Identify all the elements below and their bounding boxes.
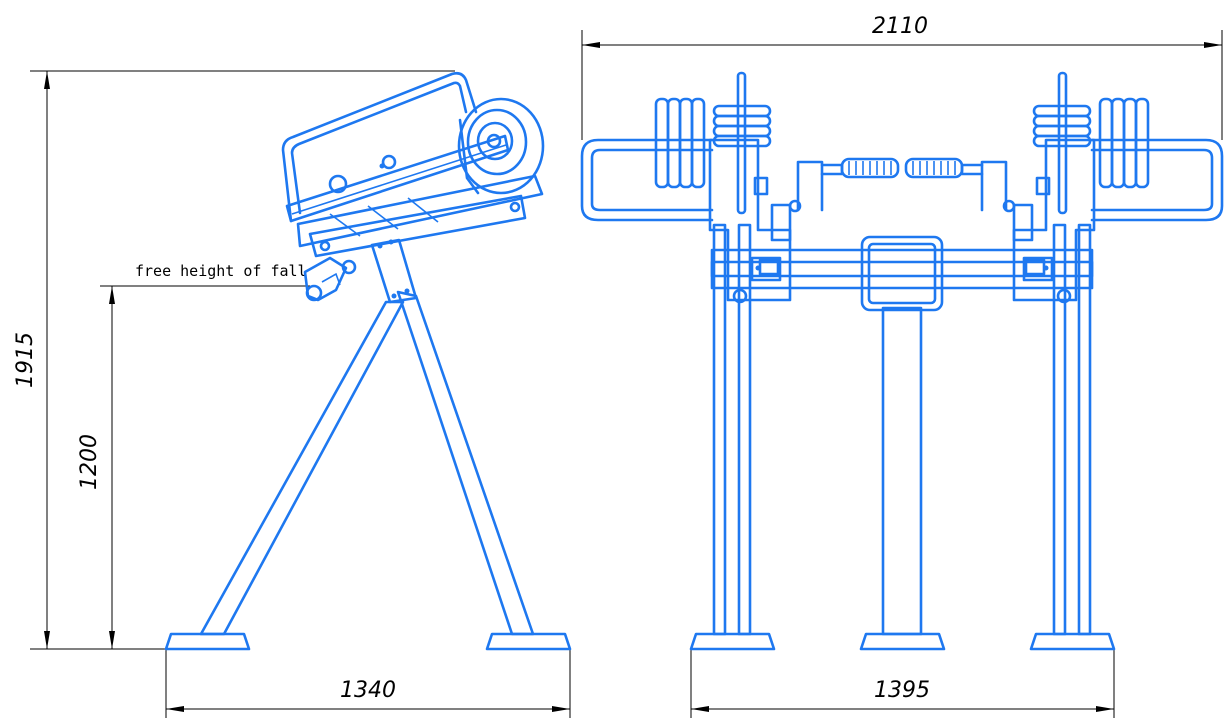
front-right-grip: [904, 157, 964, 179]
front-left-grip: [840, 157, 900, 179]
front-post-left-inner: [737, 223, 752, 636]
dimension-1395: 1395: [690, 650, 1115, 718]
dimension-1340-label: 1340: [340, 678, 396, 703]
front-left-weight-plates: [654, 97, 706, 189]
front-left-handle: [580, 138, 714, 222]
dimension-2110-label: 2110: [872, 14, 928, 39]
side-view: [164, 71, 572, 651]
side-leg-front: [199, 300, 405, 636]
dimension-1200-label: 1200: [77, 434, 102, 490]
side-pivot-bar: [308, 194, 527, 258]
side-upper-post: [370, 238, 418, 304]
front-cross-beam: [710, 248, 1094, 290]
front-right-handle: [1090, 138, 1224, 222]
free-height-of-fall-note: free height of fall: [135, 262, 307, 280]
front-base-plate-left: [689, 632, 776, 651]
front-right-small-plates: [1032, 104, 1092, 148]
front-seat-inner: [867, 242, 937, 305]
side-seat-frame-inner: [290, 81, 468, 215]
side-weight-disc-outer: [457, 97, 545, 195]
front-seat-outer: [860, 235, 944, 312]
front-right-crank: [980, 160, 1008, 212]
side-base-plate-right: [485, 632, 572, 651]
side-weight-disc-inner: [476, 121, 514, 161]
front-post-right-inner: [1052, 223, 1067, 636]
dimension-1395-label: 1395: [874, 678, 930, 703]
front-view: [580, 71, 1224, 651]
front-post-center: [881, 306, 923, 636]
side-seat-frame: [281, 71, 478, 223]
front-right-top-post: [1057, 71, 1068, 215]
front-base-plate-center: [859, 632, 946, 651]
side-weight-hub: [486, 133, 502, 149]
front-right-weight-plates: [1098, 97, 1150, 189]
front-post-right-outer: [1077, 223, 1092, 636]
dimension-2110: 2110: [581, 14, 1223, 140]
side-base-plate-left: [164, 632, 251, 651]
dimension-1340: 1340: [165, 650, 571, 718]
front-left-housing: [708, 138, 792, 302]
front-post-left-outer: [712, 223, 727, 636]
side-leg-rear: [396, 290, 535, 636]
dimension-1200: 1200 free height of fall: [77, 262, 310, 649]
front-left-crank: [796, 160, 824, 212]
front-right-housing: [1012, 138, 1096, 302]
dimension-1915-label: 1915: [13, 332, 38, 388]
front-left-top-post: [736, 71, 747, 215]
dimension-1915: 1915: [13, 70, 455, 650]
front-base-plate-right: [1029, 632, 1116, 651]
front-left-small-plates: [712, 104, 772, 148]
side-weight-disc-mid: [466, 108, 528, 176]
side-plate-body: [296, 174, 544, 248]
side-lower-bracket: [303, 256, 348, 302]
side-main-arm: [285, 134, 510, 223]
